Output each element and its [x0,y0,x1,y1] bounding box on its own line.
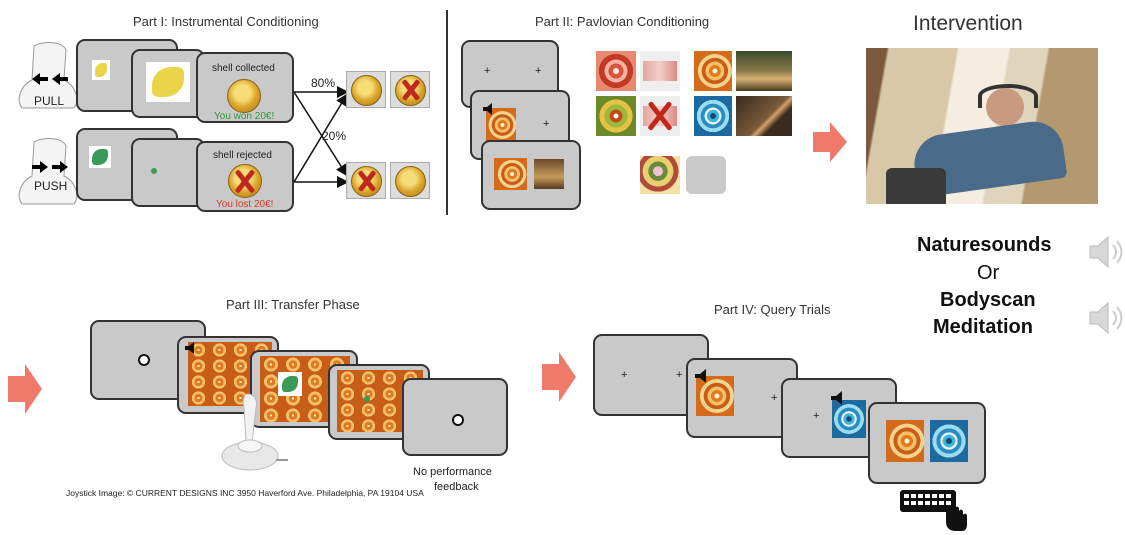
pavlovian-cs-orange-2 [494,158,527,190]
shell-green-dot-icon [364,396,370,402]
section-divider [446,10,448,215]
shell-green-icon [89,146,111,168]
option-bodyscan: Bodyscan [940,289,1036,311]
restaurant-image [534,159,564,189]
stim-orange-swirl [694,51,732,91]
pull-label: PULL [34,94,65,108]
you-won-text: You won 20€! [214,111,275,122]
query-choice-blue [930,420,968,462]
intervention-photo [866,48,1098,204]
fixation-cross-2: + [535,65,542,77]
option-meditation: Meditation [933,316,1033,338]
part2-title: Part II: Pavlovian Conditioning [535,14,710,29]
stim-red-swirl [596,51,636,91]
fixation-circle-2 [452,414,464,426]
option-naturesounds: Naturesounds [917,234,1052,256]
shell-green-transfer-icon [278,372,302,396]
speaker-bodyscan-icon [1089,301,1123,335]
probability-arrows [294,86,349,188]
fixation-cross-4: + [621,369,628,381]
part3-title: Part III: Transfer Phase [226,297,360,312]
outcome-coin-win-top [346,71,386,108]
part4-title: Part IV: Query Trials [714,302,831,317]
shell-green-small-icon [151,168,157,174]
stim-cafe-photo [736,51,792,91]
fixation-cross-1: + [484,65,491,77]
stim-blue-swirl [694,96,732,136]
euro-coin-crossed-icon [228,164,262,198]
shell-yellow-icon [92,60,110,80]
p1-screen-b2 [131,138,205,207]
keyboard-hand-icon [900,490,967,531]
outcome-coin-win-bottom [390,162,430,199]
fixation-circle-1 [138,354,150,366]
prob-20-label: 20% [322,129,347,143]
stim-green-swirl [596,96,636,136]
flow-arrow-3 [542,352,576,402]
query-cs-blue [832,400,866,438]
stim-pink-swirl [640,156,680,194]
outcome-coin-crossed-top [390,71,430,108]
prob-80-label: 80% [311,76,336,90]
no-feedback-line1: No performance [413,466,492,478]
joystick-credit: Joystick Image: © CURRENT DESIGNS INC 39… [66,488,424,498]
stim-empty-gray [686,156,726,194]
query-cs-orange [696,376,734,416]
speaker-query-icon-1 [695,369,706,383]
stim-cigarette-photo [736,96,792,136]
fixation-cross-5: + [676,369,683,381]
stim-banknote-crossed [640,96,680,136]
push-label: PUSH [34,179,68,193]
push-arrows-icon [32,161,68,173]
intervention-title: Intervention [913,12,1023,35]
stim-banknote [640,51,680,91]
shell-yellow-large-icon [146,62,190,102]
query-choice-orange [886,420,924,462]
joystick-device-image [221,393,288,471]
no-feedback-line2: feedback [434,481,479,493]
shell-rejected-text: shell rejected [213,150,272,161]
part1-title: Part I: Instrumental Conditioning [133,14,319,29]
flow-arrow-1 [813,122,847,162]
fixation-cross-6: + [771,392,778,404]
speaker-transfer-icon [185,342,194,354]
outcome-coin-crossed-bottom [346,162,386,199]
fixation-cross-7: + [813,410,820,422]
euro-coin-icon [227,79,261,113]
or-label: Or [977,262,1000,284]
speaker-query-icon-2 [831,391,842,405]
you-lost-text: You lost 20€! [216,199,274,210]
shell-collected-text: shell collected [212,63,275,74]
fixation-cross-3: + [543,118,550,130]
speaker-icon [483,103,492,115]
speaker-naturesounds-icon [1089,235,1123,269]
pull-arrows-icon [32,73,68,85]
flow-arrow-2 [8,364,42,414]
